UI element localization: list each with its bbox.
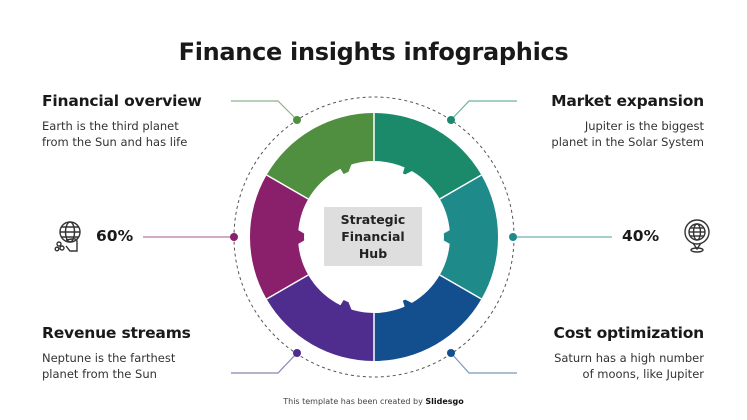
ring-segment-bottom-left bbox=[266, 275, 374, 361]
connector-dots bbox=[230, 116, 517, 357]
connectors bbox=[143, 100, 612, 374]
ring-segment-top-right bbox=[374, 113, 482, 199]
ring-segment-bottom-right bbox=[374, 275, 482, 361]
desc-financial-overview: Earth is the third planet from the Sun a… bbox=[42, 118, 187, 150]
heading-cost-optimization: Cost optimization bbox=[553, 324, 705, 342]
globe-hand-icon bbox=[54, 221, 81, 252]
heading-financial-overview: Financial overview bbox=[42, 92, 202, 110]
desc-line: Saturn has a high number bbox=[554, 351, 704, 365]
stat-right-value: 40% bbox=[622, 227, 660, 245]
footer-text: This template has been created by bbox=[283, 397, 426, 406]
stat-left-value: 60% bbox=[96, 227, 134, 245]
globe-pin-icon bbox=[684, 219, 710, 253]
arrow-notch bbox=[340, 163, 352, 178]
arrow-notch bbox=[402, 163, 418, 176]
desc-line: Jupiter is the biggest bbox=[584, 119, 704, 133]
arrow-notch bbox=[402, 298, 418, 311]
hub-label-box: Strategic Financial Hub bbox=[324, 207, 422, 266]
footer-brand: Slidesgo bbox=[425, 397, 464, 406]
hub-line: Hub bbox=[358, 246, 388, 261]
ring-segment-right bbox=[439, 175, 499, 299]
heading-market-expansion: Market expansion bbox=[551, 92, 704, 110]
desc-cost-optimization: Saturn has a high number of moons, like … bbox=[554, 350, 704, 382]
hub-line: Strategic bbox=[340, 212, 406, 227]
desc-market-expansion: Jupiter is the biggest planet in the Sol… bbox=[551, 118, 704, 150]
desc-line: planet in the Solar System bbox=[551, 135, 704, 149]
page-title: Finance insights infographics bbox=[178, 38, 569, 66]
hub-line: Financial bbox=[341, 229, 405, 244]
desc-line: Earth is the third planet bbox=[42, 119, 179, 133]
ring-segment-left bbox=[249, 175, 309, 299]
desc-line: from the Sun and has life bbox=[42, 135, 188, 149]
ring-segment-top-left bbox=[266, 113, 374, 199]
footer-credit: This template has been created by Slides… bbox=[0, 397, 747, 406]
desc-line: of moons, like Jupiter bbox=[582, 367, 704, 381]
desc-line: Neptune is the farthest bbox=[42, 351, 176, 365]
desc-line: planet from the Sun bbox=[42, 367, 157, 381]
heading-revenue-streams: Revenue streams bbox=[42, 324, 191, 342]
desc-revenue-streams: Neptune is the farthest planet from the … bbox=[42, 350, 175, 382]
arrow-notch bbox=[340, 296, 352, 311]
